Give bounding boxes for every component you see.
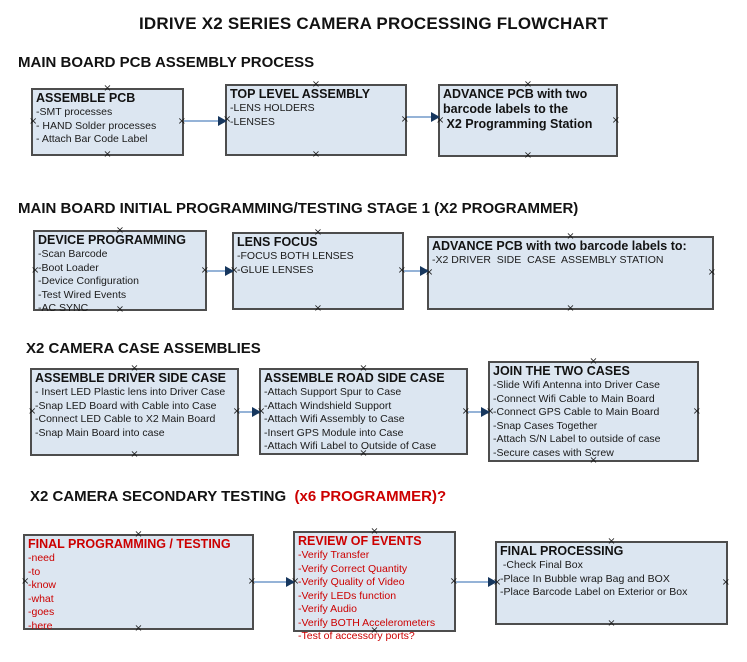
box-item: -FOCUS BOTH LENSES	[237, 250, 354, 262]
box-item: -Connect LED Cable to X2 Main Board	[35, 413, 216, 425]
connection-point-marker: ×	[566, 303, 575, 314]
connection-point-marker: ×	[607, 618, 616, 629]
connector-arrow	[468, 407, 490, 417]
box-title: ASSEMBLE ROAD SIDE CASE	[264, 371, 445, 385]
box-item: -Connect Wifi Cable to Main Board	[493, 392, 655, 405]
section-header-black-part: X2 CAMERA SECONDARY TESTING	[30, 488, 291, 505]
box-title: ADVANCE PCB with two barcode labels to t…	[443, 87, 593, 131]
flow-box-final-programming-testing: FINAL PROGRAMMING / TESTING -need -to -k…	[21, 530, 256, 634]
flow-box-advance-pcb-driver-side: ADVANCE PCB with two barcode labels to: …	[425, 232, 716, 314]
connector-arrow	[184, 116, 227, 126]
box-item: -Attach Support Spur to Case	[264, 386, 402, 398]
connection-point-marker: ×	[523, 150, 533, 161]
box-item: -Scan Barcode	[38, 248, 108, 260]
flow-box-assemble-driver-side-case: ASSEMBLE DRIVER SIDE CASE - Insert LED P…	[28, 364, 241, 460]
flow-box-final-processing: FINAL PROCESSING -Check Final Box -Place…	[493, 537, 730, 629]
connection-point-marker: ×	[313, 303, 323, 314]
box-title: ADVANCE PCB with two barcode labels to:	[432, 239, 687, 253]
box-title: ASSEMBLE DRIVER SIDE CASE	[35, 371, 227, 385]
box-item: -Place In Bubble wrap Bag and BOX	[500, 572, 670, 585]
box-title: LENS FOCUS	[237, 235, 318, 249]
connector-arrow	[404, 266, 429, 276]
box-item: -SMT processes	[36, 106, 113, 118]
box-item: -AC SYNC	[38, 302, 89, 314]
section-header-secondary-testing: X2 CAMERA SECONDARY TESTING (x6 PROGRAMM…	[30, 488, 446, 505]
connector-arrow	[207, 266, 234, 276]
box-item: -Secure cases with Screw	[493, 446, 614, 459]
arrowhead-icon	[420, 266, 429, 276]
box-item: -Test Wired Events	[38, 288, 127, 301]
flow-box-lens-focus: LENS FOCUS -FOCUS BOTH LENSES -GLUE LENS…	[230, 228, 406, 314]
box-item: - Attach Bar Code Label	[36, 133, 148, 145]
arrowhead-icon	[481, 407, 490, 417]
box-item: -Slide Wifi Antenna into Driver Case	[493, 379, 660, 391]
box-item: -Snap Main Board into case	[35, 426, 165, 439]
box-item: -Attach S/N Label to outside of case	[493, 433, 661, 445]
box-title: DEVICE PROGRAMMING	[38, 233, 186, 247]
connection-point-marker: ×	[130, 449, 139, 460]
box-item: -Device Configuration	[38, 275, 139, 287]
flow-box-assemble-pcb: ASSEMBLE PCB -SMT processes - HAND Solde…	[29, 84, 186, 160]
connector-arrow	[239, 407, 261, 417]
box-item: -Test of accessory ports?	[298, 630, 415, 642]
arrowhead-icon	[225, 266, 234, 276]
connector-arrow	[407, 112, 440, 122]
box-item: -Verify Correct Quantity	[298, 562, 408, 575]
box-title: FINAL PROCESSING	[500, 544, 624, 558]
box-item: - HAND Solder processes	[36, 119, 157, 132]
box-item: -what	[28, 592, 54, 605]
box-item: -Connect GPS Cable to Main Board	[493, 406, 660, 418]
box-item: -Check Final Box	[500, 559, 583, 571]
section-header-case-assemblies: X2 CAMERA CASE ASSEMBLIES	[26, 340, 261, 357]
flow-box-join-the-two-cases: JOIN THE TWO CASES -Slide Wifi Antenna i…	[486, 357, 701, 466]
arrowhead-icon	[252, 407, 261, 417]
section-header-initial-programming: MAIN BOARD INITIAL PROGRAMMING/TESTING S…	[18, 200, 579, 217]
box-item: -Verify LEDs function	[298, 589, 397, 602]
box-item: -GLUE LENSES	[237, 263, 314, 276]
flow-box-review-of-events: REVIEW OF EVENTS -Verify Transfer -Verif…	[291, 527, 458, 643]
flow-box-assemble-road-side-case: ASSEMBLE ROAD SIDE CASE -Attach Support …	[257, 364, 470, 459]
flow-box-device-programming: DEVICE PROGRAMMING -Scan Barcode -Boot L…	[31, 226, 209, 315]
flow-box-top-level-assembly: TOP LEVEL ASSEMBLY -LENS HOLDERS -LENSES…	[223, 80, 409, 160]
box-title: FINAL PROGRAMMING / TESTING	[28, 537, 231, 551]
box-item: -Snap LED Board with Cable into Case	[35, 399, 217, 412]
page-title: IDRIVE X2 SERIES CAMERA PROCESSING FLOWC…	[138, 14, 609, 33]
section-header-pcb-assembly: MAIN BOARD PCB ASSEMBLY PROCESS	[18, 54, 315, 71]
arrowhead-icon	[286, 577, 295, 587]
connection-point-marker: ×	[311, 149, 321, 160]
box-title: JOIN THE TWO CASES	[493, 364, 630, 378]
arrowhead-icon	[488, 577, 497, 587]
box-item: -need	[28, 552, 55, 564]
connection-point-marker: ×	[103, 149, 112, 160]
box-item: -Verify BOTH Accelerometers	[298, 616, 436, 629]
box-item: -Verify Quality of Video	[298, 576, 405, 588]
box-item: -Attach Wifi Assembly to Case	[264, 413, 405, 425]
box-item: -Place Barcode Label on Exterior or Box	[500, 586, 688, 598]
box-title: REVIEW OF EVENTS	[298, 534, 422, 548]
box-item: -goes	[28, 606, 55, 618]
box-item: -Verify Audio	[298, 603, 357, 615]
box-item: -LENSES	[230, 115, 275, 128]
box-item: - Insert LED Plastic lens into Driver Ca…	[35, 386, 226, 398]
box-item: -to	[28, 565, 41, 578]
connector-arrow	[456, 577, 497, 587]
box-title: TOP LEVEL ASSEMBLY	[230, 87, 371, 101]
box-item: -Snap Cases Together	[493, 419, 598, 432]
connector-arrow	[254, 577, 295, 587]
arrowhead-icon	[431, 112, 440, 122]
arrowhead-icon	[218, 116, 227, 126]
box-item: -Insert GPS Module into Case	[264, 426, 404, 439]
box-item: -know	[28, 579, 57, 591]
box-title: ASSEMBLE PCB	[36, 91, 136, 105]
box-item: -Boot Loader	[38, 261, 99, 274]
section-header-red-part: (x6 PROGRAMMER)?	[290, 488, 447, 505]
box-item: -Attach Windshield Support	[264, 399, 392, 412]
box-item: -here	[28, 619, 53, 632]
box-item: -X2 DRIVER SIDE CASE ASSEMBLY STATION	[432, 254, 664, 266]
flow-box-advance-pcb-programming-station: ADVANCE PCB with two barcode labels to t…	[436, 80, 620, 161]
box-item: -LENS HOLDERS	[230, 102, 315, 114]
box-item: -Verify Transfer	[298, 549, 370, 561]
box-item: -Attach Wifi Label to Outside of Case	[264, 440, 437, 452]
connection-point-marker: ×	[707, 267, 716, 278]
